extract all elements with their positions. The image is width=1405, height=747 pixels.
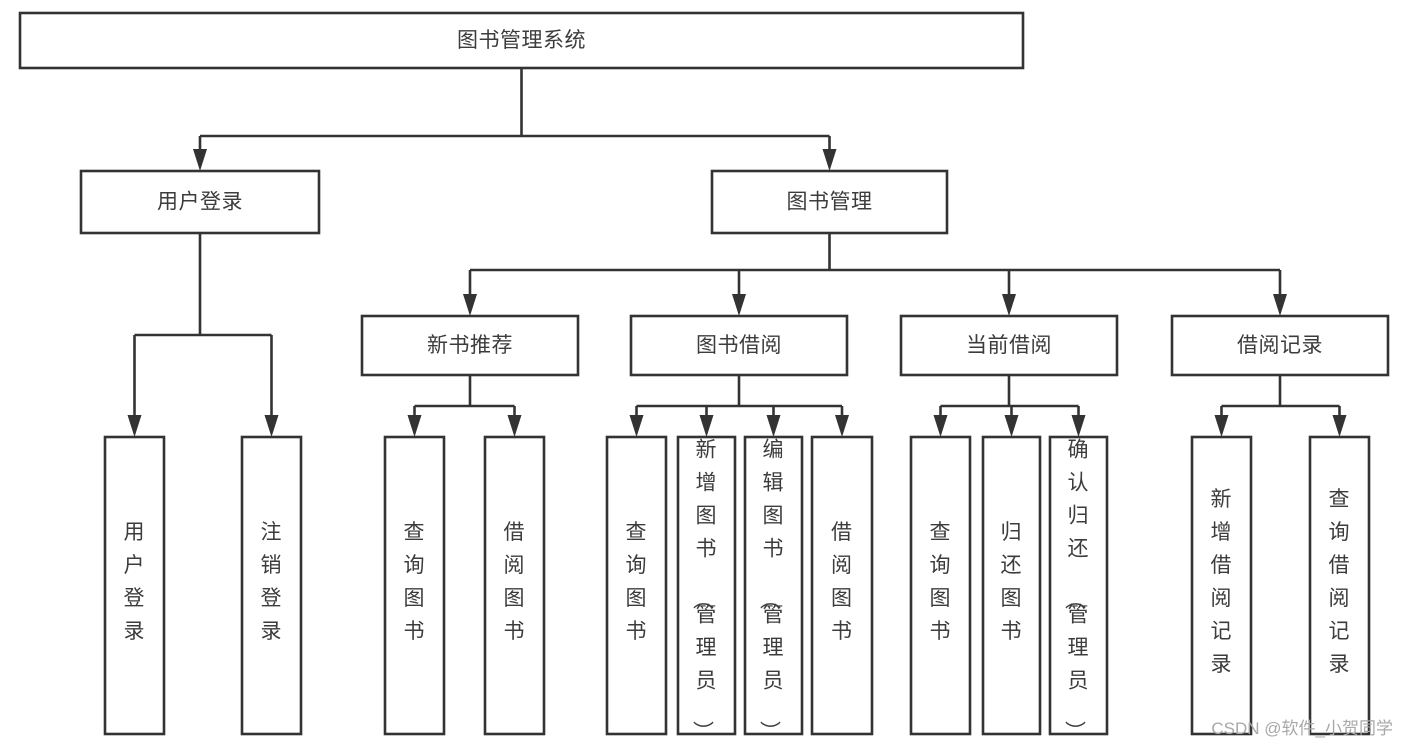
connector-group-book-borrow bbox=[629, 375, 849, 437]
node-leaf-add-book[interactable]: 新增图书（管理员） bbox=[676, 435, 737, 743]
connector-group-new-book-rec bbox=[407, 375, 522, 437]
node-new-book-rec[interactable]: 新书推荐 bbox=[360, 314, 580, 377]
arrow-head bbox=[835, 415, 849, 437]
node-label: 查询图书 bbox=[626, 521, 648, 643]
node-box[interactable] bbox=[899, 314, 1119, 377]
arrow-head bbox=[822, 149, 837, 171]
node-box[interactable] bbox=[710, 169, 949, 235]
node-label: 用户登录 bbox=[124, 521, 146, 643]
node-box[interactable] bbox=[240, 435, 303, 736]
node-book-borrow[interactable]: 图书借阅 bbox=[629, 314, 849, 377]
arrow-head bbox=[463, 294, 477, 316]
node-box[interactable] bbox=[810, 435, 874, 736]
arrow-head bbox=[1273, 294, 1287, 316]
node-box[interactable] bbox=[383, 435, 446, 736]
node-leaf-return-book[interactable]: 归还图书 bbox=[981, 435, 1042, 736]
node-label: 确认归还（管理员） bbox=[1063, 439, 1090, 743]
arrow-head bbox=[407, 415, 422, 437]
node-box[interactable] bbox=[1170, 314, 1390, 377]
node-box[interactable] bbox=[981, 435, 1042, 736]
arrow-head bbox=[1214, 415, 1229, 437]
edge-layer bbox=[127, 68, 1347, 437]
node-leaf-query-record[interactable]: 查询借阅记录 bbox=[1308, 435, 1371, 736]
node-leaf-query-book-1[interactable]: 查询图书 bbox=[383, 435, 446, 736]
node-leaf-query-book-3[interactable]: 查询图书 bbox=[909, 435, 972, 736]
node-box[interactable] bbox=[483, 435, 546, 736]
node-label: 归还图书 bbox=[1001, 521, 1023, 643]
node-leaf-borrow-book-1[interactable]: 借阅图书 bbox=[483, 435, 546, 736]
node-label: 借阅图书 bbox=[504, 521, 526, 643]
node-label: 新增图书（管理员） bbox=[691, 439, 718, 743]
arrow-head bbox=[699, 415, 714, 437]
arrow-head bbox=[629, 415, 644, 437]
arrow-head bbox=[507, 415, 522, 437]
node-box[interactable] bbox=[18, 11, 1025, 70]
node-label: 图书管理系统 bbox=[457, 29, 586, 52]
node-box[interactable] bbox=[629, 314, 849, 377]
node-label: 编辑图书（管理员） bbox=[758, 439, 785, 743]
connector-group-current-borrow bbox=[933, 375, 1086, 437]
node-box[interactable] bbox=[1048, 435, 1109, 736]
node-leaf-logout[interactable]: 注销登录 bbox=[240, 435, 303, 736]
node-leaf-query-book-2[interactable]: 查询图书 bbox=[605, 435, 668, 736]
arrow-head bbox=[1004, 415, 1019, 437]
node-label: 查询借阅记录 bbox=[1329, 488, 1351, 676]
arrow-head bbox=[1002, 294, 1016, 316]
node-layer: 图书管理系统用户登录图书管理新书推荐图书借阅当前借阅借阅记录用户登录注销登录查询… bbox=[18, 11, 1390, 743]
node-book-manage[interactable]: 图书管理 bbox=[710, 169, 949, 235]
node-leaf-add-record[interactable]: 新增借阅记录 bbox=[1190, 435, 1253, 736]
csdn-watermark: CSDN @软件_小贺同学 bbox=[1211, 719, 1393, 738]
connector-group-user-login bbox=[127, 233, 279, 437]
node-box[interactable] bbox=[605, 435, 668, 736]
node-label: 新增借阅记录 bbox=[1211, 488, 1233, 676]
node-label: 借阅记录 bbox=[1237, 334, 1323, 357]
node-box[interactable] bbox=[676, 435, 737, 736]
arrow-head bbox=[933, 415, 948, 437]
arrow-head bbox=[193, 149, 207, 171]
connector-group-root bbox=[193, 68, 837, 171]
node-label: 当前借阅 bbox=[966, 334, 1052, 357]
node-label: 图书借阅 bbox=[696, 334, 782, 357]
node-box[interactable] bbox=[360, 314, 580, 377]
arrow-head bbox=[1332, 415, 1347, 437]
node-label: 用户登录 bbox=[157, 191, 243, 214]
arrow-head bbox=[732, 294, 746, 316]
node-box[interactable] bbox=[1190, 435, 1253, 736]
node-leaf-user-login[interactable]: 用户登录 bbox=[103, 435, 166, 736]
node-leaf-borrow-book-2[interactable]: 借阅图书 bbox=[810, 435, 874, 736]
node-label: 查询图书 bbox=[930, 521, 952, 643]
node-leaf-confirm-return[interactable]: 确认归还（管理员） bbox=[1048, 435, 1109, 743]
arrow-head bbox=[127, 415, 142, 437]
node-current-borrow[interactable]: 当前借阅 bbox=[899, 314, 1119, 377]
node-label: 注销登录 bbox=[261, 521, 283, 643]
node-label: 查询图书 bbox=[404, 521, 426, 643]
node-box[interactable] bbox=[103, 435, 166, 736]
connector-group-borrow-record bbox=[1214, 375, 1347, 437]
node-label: 新书推荐 bbox=[427, 334, 513, 357]
node-box[interactable] bbox=[909, 435, 972, 736]
node-box[interactable] bbox=[743, 435, 804, 736]
node-leaf-edit-book[interactable]: 编辑图书（管理员） bbox=[743, 435, 804, 743]
node-borrow-record[interactable]: 借阅记录 bbox=[1170, 314, 1390, 377]
arrow-head bbox=[1071, 415, 1086, 437]
node-root[interactable]: 图书管理系统 bbox=[18, 11, 1025, 70]
node-label: 借阅图书 bbox=[831, 521, 853, 643]
connector-group-book-manage bbox=[463, 233, 1287, 316]
node-box[interactable] bbox=[79, 169, 321, 235]
node-label: 图书管理 bbox=[787, 191, 873, 214]
node-user-login[interactable]: 用户登录 bbox=[79, 169, 321, 235]
arrow-head bbox=[766, 415, 781, 437]
node-box[interactable] bbox=[1308, 435, 1371, 736]
arrow-head bbox=[264, 415, 279, 437]
